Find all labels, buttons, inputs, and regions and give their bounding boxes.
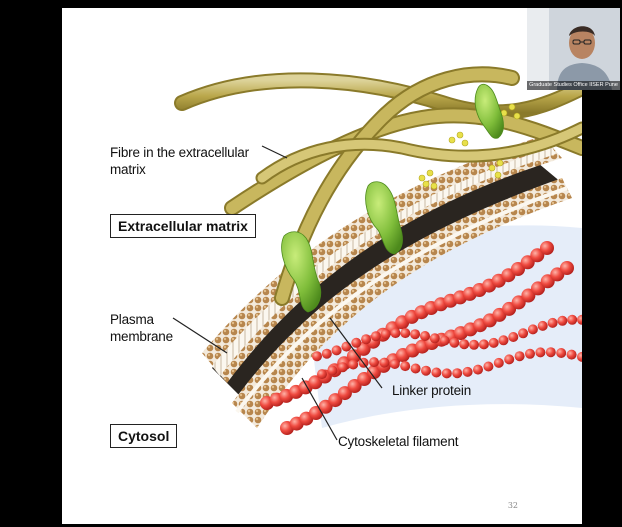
filament-bead: [317, 369, 327, 379]
filament-bead: [381, 329, 391, 339]
label-cytosol: Cytosol: [110, 424, 177, 448]
filament-bead: [494, 358, 504, 368]
filament-bead: [338, 362, 348, 372]
filament-bead: [528, 324, 538, 334]
filament-bead: [348, 360, 358, 370]
filament-bead: [515, 351, 525, 361]
filament-bead: [560, 261, 574, 275]
filament-bead: [499, 335, 509, 345]
filament-bead: [546, 347, 556, 357]
filament-bead: [430, 333, 440, 343]
filament-bead: [420, 331, 430, 341]
filament-bead: [557, 316, 567, 326]
filament-bead: [479, 339, 489, 349]
filament-bead: [449, 338, 459, 348]
filament-bead: [538, 321, 548, 331]
filament-bead: [469, 340, 479, 350]
filament-bead: [548, 318, 558, 328]
filament-bead: [431, 368, 441, 378]
label-plasma-membrane: Plasma membrane: [110, 311, 186, 345]
participant-video-tile[interactable]: Graduate Studies Office IISER Pune: [527, 8, 620, 90]
filament-bead: [459, 339, 469, 349]
label-fibre: Fibre in the extracellular matrix: [110, 144, 270, 178]
slide-page-number: 32: [508, 501, 518, 510]
filament-bead: [400, 328, 410, 338]
filament-bead: [473, 365, 483, 375]
filament-bead: [556, 348, 566, 358]
presentation-slide: Fibre in the extracellular matrix Extrac…: [62, 8, 582, 524]
filament-bead: [371, 331, 381, 341]
filament-bead: [567, 350, 577, 360]
filament-bead: [379, 358, 389, 368]
filament-bead: [518, 328, 528, 338]
filament-bead: [421, 366, 431, 376]
filament-bead: [400, 361, 410, 371]
filament-bead: [489, 338, 499, 348]
filament-bead: [463, 367, 473, 377]
filament-bead: [535, 347, 545, 357]
filament-bead: [411, 364, 421, 374]
filament-bead: [440, 336, 450, 346]
filament-bead: [452, 368, 462, 378]
filament-bead: [508, 332, 518, 342]
filament-bead: [483, 362, 493, 372]
filament-bead: [442, 368, 452, 378]
filament-bead: [369, 357, 379, 367]
filament-bead: [504, 354, 514, 364]
filament-bead: [327, 366, 337, 376]
label-cytoskeletal-filament: Cytoskeletal filament: [338, 433, 458, 450]
filament-bead: [525, 349, 535, 359]
filament-bead: [341, 342, 351, 352]
filament-bead: [410, 329, 420, 339]
filament-bead: [322, 349, 332, 359]
filament-bead: [391, 328, 401, 338]
label-linker-protein: Linker protein: [392, 382, 471, 399]
filament-bead: [390, 359, 400, 369]
filament-bead: [332, 345, 342, 355]
filament-bead: [361, 334, 371, 344]
filament-bead: [351, 338, 361, 348]
filament-bead: [540, 241, 554, 255]
label-extracellular-matrix: Extracellular matrix: [110, 214, 256, 238]
video-caption: Graduate Studies Office IISER Pune: [527, 81, 620, 90]
filament-bead: [312, 351, 322, 361]
filament-bead: [567, 315, 577, 325]
presenter-avatar: [527, 8, 620, 90]
